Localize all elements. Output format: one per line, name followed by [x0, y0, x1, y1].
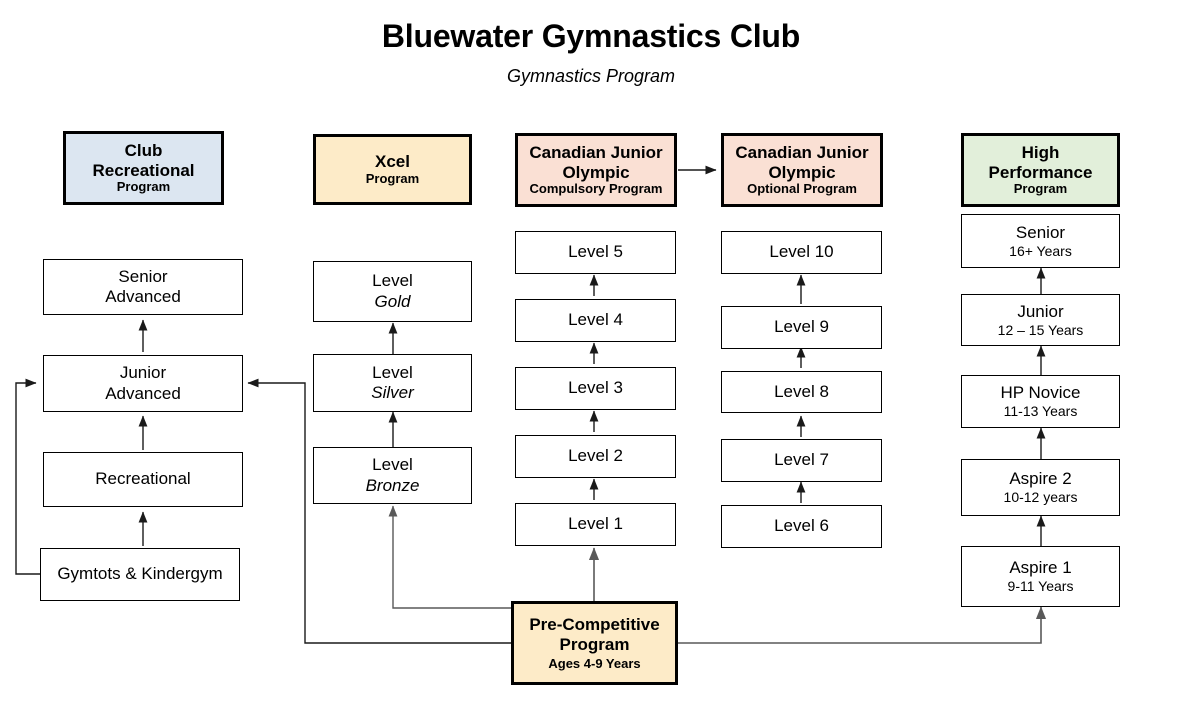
header-line2: Olympic [768, 162, 836, 182]
node-level-3[interactable]: Level 3 [515, 367, 676, 410]
node-line1: Level 10 [769, 242, 834, 262]
header-cjo-optional[interactable]: Canadian Junior Olympic Optional Program [721, 133, 883, 207]
node-level-bronze[interactable]: Level Bronze [313, 447, 472, 504]
node-line1: Aspire 1 [1009, 558, 1072, 578]
page-subtitle: Gymnastics Program [506, 66, 676, 86]
node-line1: Aspire 2 [1009, 469, 1072, 489]
node-aspire-2[interactable]: Aspire 2 10-12 years [961, 459, 1120, 516]
node-line1: Level 5 [568, 242, 623, 262]
node-line2: 12 – 15 Years [997, 321, 1084, 338]
precomp-line2: Program [559, 635, 630, 655]
node-line2: Bronze [365, 475, 420, 495]
node-line1: Recreational [95, 469, 191, 489]
header-cjo-compulsory[interactable]: Canadian Junior Olympic Compulsory Progr… [515, 133, 677, 207]
node-line1: Level 4 [568, 310, 623, 330]
node-line1: Level 3 [568, 378, 623, 398]
node-line1: Level 8 [774, 381, 829, 401]
node-pre-competitive[interactable]: Pre-Competitive Program Ages 4-9 Years [511, 601, 678, 685]
node-level-5[interactable]: Level 5 [515, 231, 676, 274]
node-aspire-1[interactable]: Aspire 1 9-11 Years [961, 546, 1120, 607]
node-hp-junior[interactable]: Junior 12 – 15 Years [961, 294, 1120, 346]
node-line1: Junior [1017, 301, 1064, 321]
header-line1: High [1021, 143, 1060, 163]
node-line1: Level [372, 271, 413, 291]
node-hp-senior[interactable]: Senior 16+ Years [961, 214, 1120, 268]
node-level-6[interactable]: Level 6 [721, 505, 882, 548]
node-level-10[interactable]: Level 10 [721, 231, 882, 274]
node-junior-advanced[interactable]: Junior Advanced [43, 355, 243, 412]
node-line2: 10-12 years [1003, 489, 1078, 506]
edge-precomp-to-aspire1 [676, 606, 1047, 644]
header-line3: Optional Program [747, 180, 857, 196]
header-line3: Program [1013, 180, 1068, 196]
edge-precomp-to-junior-advanced [247, 378, 513, 644]
node-level-gold[interactable]: Level Gold [313, 261, 472, 322]
edge-precomp-to-bronze [388, 505, 513, 609]
node-level-silver[interactable]: Level Silver [313, 354, 472, 412]
node-line2: Gold [374, 291, 411, 311]
node-level-7[interactable]: Level 7 [721, 439, 882, 482]
node-line1: Level 1 [568, 514, 623, 534]
header-line2: Olympic [562, 162, 630, 182]
header-club-recreational[interactable]: Club Recreational Program [63, 131, 224, 205]
node-line2: Advanced [105, 383, 181, 403]
node-level-8[interactable]: Level 8 [721, 371, 882, 413]
node-line1: Level 6 [774, 516, 829, 536]
node-line2: 11-13 Years [1003, 403, 1078, 420]
node-line2: 9-11 Years [1007, 578, 1074, 595]
header-line1: Canadian Junior [529, 143, 663, 163]
node-line1: Level [372, 362, 413, 382]
node-gymtots-kindergym[interactable]: Gymtots & Kindergym [40, 548, 240, 601]
node-level-2[interactable]: Level 2 [515, 435, 676, 478]
node-line1: Level 7 [774, 450, 829, 470]
node-level-4[interactable]: Level 4 [515, 299, 676, 342]
header-line2: Performance [988, 162, 1093, 182]
header-high-performance[interactable]: High Performance Program [961, 133, 1120, 207]
header-xcel[interactable]: Xcel Program [313, 134, 472, 205]
node-line1: Gymtots & Kindergym [57, 564, 223, 584]
node-hp-novice[interactable]: HP Novice 11-13 Years [961, 375, 1120, 428]
header-line1: Club [124, 141, 163, 161]
node-level-9[interactable]: Level 9 [721, 306, 882, 349]
node-level-1[interactable]: Level 1 [515, 503, 676, 546]
node-line1: HP Novice [1000, 383, 1081, 403]
header-line2: Recreational [92, 160, 195, 180]
node-line2: Advanced [105, 287, 181, 306]
node-line2: Silver [371, 383, 414, 402]
precomp-line1: Pre-Competitive [529, 614, 660, 634]
precomp-line3: Ages 4-9 Years [548, 655, 641, 671]
edge-gymtots-loop-to-junior [15, 378, 40, 575]
node-recreational[interactable]: Recreational [43, 452, 243, 507]
header-line1: Xcel [375, 152, 410, 172]
node-line1: Senior [118, 266, 168, 286]
node-line1: Level 2 [568, 446, 623, 466]
header-line3: Program [116, 178, 171, 194]
node-line1: Senior [1015, 222, 1066, 242]
page-title: Bluewater Gymnastics Club [381, 18, 801, 54]
header-line3: Compulsory Program [529, 180, 663, 196]
node-line1: Level 9 [774, 317, 829, 337]
node-line1: Level [372, 455, 413, 475]
node-senior-advanced[interactable]: Senior Advanced [43, 259, 243, 315]
header-line3: Program [365, 170, 420, 186]
node-line1: Junior [119, 363, 167, 383]
header-line1: Canadian Junior [735, 143, 869, 163]
node-line2: 16+ Years [1009, 242, 1072, 259]
